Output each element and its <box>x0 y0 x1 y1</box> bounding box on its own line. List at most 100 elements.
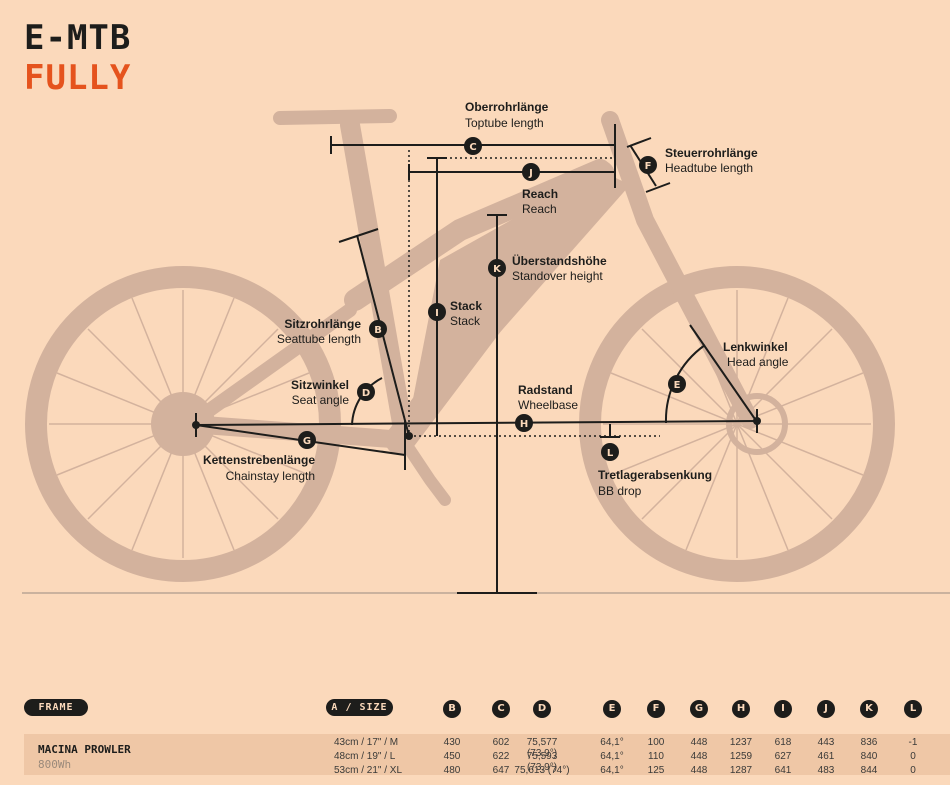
table-cell: 627 <box>774 751 792 762</box>
label-d-de: Sitzwinkel <box>291 378 349 392</box>
size-cell: 43cm / 17" / M <box>334 737 399 748</box>
motor-capacity: 800Wh <box>38 758 72 771</box>
label-f-de: Steuerrohrlänge <box>665 146 758 160</box>
table-row: 43cm / 17" / M 430 602 75,577 (73,9°) 64,1° 1… <box>0 737 950 759</box>
table-cell: 480 <box>443 765 461 776</box>
column-header-k: K <box>860 700 878 718</box>
badge-d: D <box>357 383 375 401</box>
svg-text:B: B <box>374 325 382 336</box>
badge-b: B <box>369 320 387 338</box>
svg-text:F: F <box>645 161 652 172</box>
table-row: 48cm / 19" / L 450 622 75,593 (73,9°) 64,1° 1… <box>0 751 950 773</box>
label-g-en: Chainstay length <box>226 469 315 483</box>
h-line <box>195 420 758 426</box>
table-cell: 844 <box>860 765 878 776</box>
front-spokes <box>603 290 871 558</box>
table-cell: 641 <box>774 765 792 776</box>
badge-f: F <box>639 156 657 174</box>
table-cell: 448 <box>690 737 708 748</box>
front-tire <box>579 266 895 582</box>
table-cell: 75,577 (73,9°) <box>526 737 558 759</box>
table-cell: 443 <box>817 737 835 748</box>
frame-pill: FRAME <box>24 699 88 716</box>
label-j-en: Reach <box>522 202 557 216</box>
table-cell: 618 <box>774 737 792 748</box>
badge-e: E <box>668 375 686 393</box>
model-name: MACINA PROWLER <box>38 743 131 756</box>
size-cell: 53cm / 21" / XL <box>334 765 403 776</box>
table-cell: 75,613 (74°) <box>514 765 570 776</box>
table-cell: 75,593 (73,9°) <box>526 751 558 773</box>
column-header-g: G <box>690 700 708 718</box>
label-e-de: Lenkwinkel <box>723 340 788 354</box>
column-header-c: C <box>492 700 510 718</box>
svg-text:I: I <box>435 308 439 319</box>
table-cell: 448 <box>690 751 708 762</box>
badge-h: H <box>515 414 533 432</box>
column-header-f: F <box>647 700 665 718</box>
table-cell: 64,1° <box>600 751 624 762</box>
label-k-en: Standover height <box>512 269 603 283</box>
column-header-b: B <box>443 700 461 718</box>
size-cell: 48cm / 19" / L <box>334 751 396 762</box>
label-i-de: Stack <box>450 299 482 313</box>
table-cell: 622 <box>492 751 510 762</box>
table-cell: 1287 <box>729 765 753 776</box>
table-cell: 0 <box>910 751 916 762</box>
badge-j: J <box>522 163 540 181</box>
label-c-en: Toptube length <box>465 116 544 130</box>
table-cell: 64,1° <box>600 737 624 748</box>
label-c-de: Oberrohrlänge <box>465 100 549 114</box>
down-tube <box>385 160 615 455</box>
table-cell: 836 <box>860 737 878 748</box>
svg-text:C: C <box>469 142 476 153</box>
badge-i: I <box>428 303 446 321</box>
table-cell: 840 <box>860 751 878 762</box>
svg-text:G: G <box>303 436 311 447</box>
model-band <box>24 734 950 775</box>
table-cell: 430 <box>443 737 461 748</box>
crank <box>404 444 451 506</box>
badge-k: K <box>488 259 506 277</box>
label-l-de: Tretlagerabsenkung <box>598 468 712 482</box>
label-e-en: Head angle <box>727 355 789 369</box>
title-emtb: E-MTB <box>24 18 132 58</box>
badge-l: L <box>601 443 619 461</box>
table-cell: 1237 <box>729 737 753 748</box>
badge-c: C <box>464 137 482 155</box>
svg-text:E: E <box>674 380 681 391</box>
label-g-de: Kettenstrebenlänge <box>203 453 315 467</box>
column-header-j: J <box>817 700 835 718</box>
table-cell: 448 <box>690 765 708 776</box>
column-header-h: H <box>732 700 750 718</box>
column-header-i: I <box>774 700 792 718</box>
label-k-de: Überstandshöhe <box>512 253 607 268</box>
column-header-e: E <box>603 700 621 718</box>
table-cell: 450 <box>443 751 461 762</box>
svg-text:D: D <box>362 388 370 399</box>
label-j-de: Reach <box>522 187 558 201</box>
table-cell: 0 <box>910 765 916 776</box>
saddle <box>273 109 397 125</box>
label-b-en: Seattube length <box>277 332 361 346</box>
label-h-de: Radstand <box>518 383 573 397</box>
table-cell: 602 <box>492 737 510 748</box>
svg-text:J: J <box>528 168 533 179</box>
fork <box>601 111 759 429</box>
size-pill: A / SIZE <box>326 699 393 716</box>
svg-text:K: K <box>493 264 502 275</box>
badge-g: G <box>298 431 316 449</box>
table-cell: -1 <box>908 737 918 748</box>
table-cell: 483 <box>817 765 835 776</box>
table-cell: 461 <box>817 751 835 762</box>
seatstay <box>183 303 357 431</box>
brake-rotor <box>726 393 788 455</box>
label-d-en: Seat angle <box>292 393 350 407</box>
label-i-en: Stack <box>450 314 481 328</box>
table-cell: 100 <box>647 737 665 748</box>
column-header-d: D <box>533 700 551 718</box>
top-tube <box>344 159 611 311</box>
svg-text:H: H <box>520 419 528 430</box>
